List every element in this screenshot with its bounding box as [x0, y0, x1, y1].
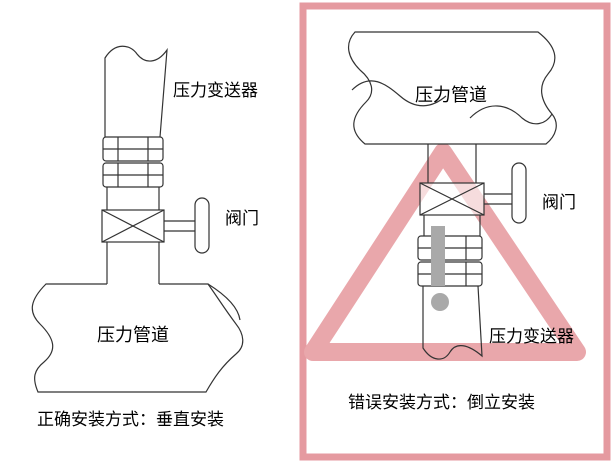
left-pipe-label: 压力管道	[97, 325, 169, 346]
right-pipe-label: 压力管道	[415, 85, 487, 106]
exclamation-icon	[431, 226, 449, 311]
right-pressure-pipe	[347, 31, 557, 145]
right-transmitter-body	[422, 285, 483, 360]
right-fitting-lower	[417, 261, 483, 287]
left-pressure-pipe	[31, 283, 244, 393]
right-fitting-upper	[417, 235, 483, 261]
left-valve-handle	[164, 197, 210, 254]
right-valve-handle	[484, 162, 527, 224]
left-valve-label: 阀门	[225, 209, 259, 229]
right-valve-body	[419, 182, 485, 216]
left-transmitter-body	[104, 45, 168, 138]
left-valve-body	[101, 209, 165, 243]
right-caption: 错误安装方式：倒立安装	[348, 393, 535, 413]
left-transmitter-label: 压力变送器	[173, 81, 258, 101]
correct-installation-panel: 压力变送器 阀门 压力管道 正确安装方式：垂直安装	[31, 45, 259, 430]
warning-frame	[299, 2, 611, 461]
left-fitting-lower	[102, 162, 164, 188]
left-fitting-upper	[102, 136, 164, 162]
right-transmitter-label: 压力变送器	[489, 327, 574, 347]
left-caption: 正确安装方式：垂直安装	[37, 410, 224, 430]
wrong-installation-panel: 压力管道 阀门 压力变送器 错误安装方式：倒立安装	[299, 2, 611, 461]
right-valve-label: 阀门	[542, 193, 576, 213]
